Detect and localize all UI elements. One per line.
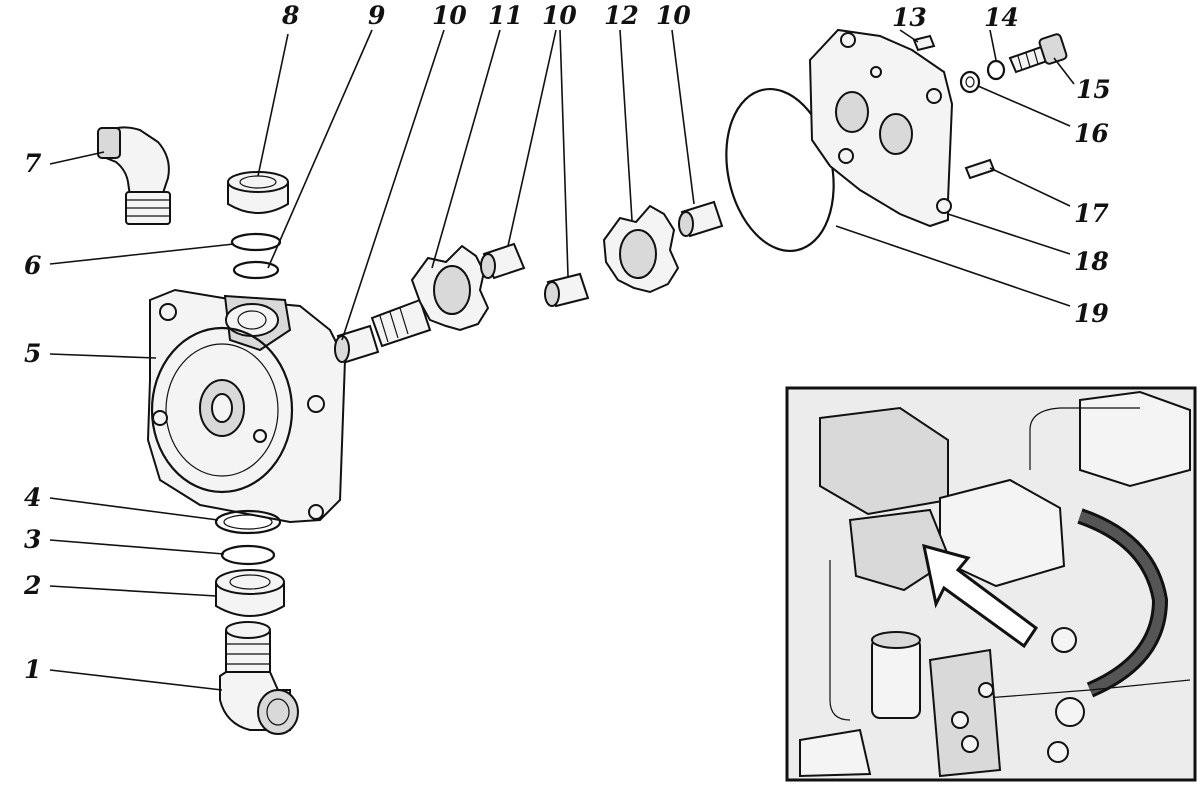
label-4: 4 [24, 483, 41, 512]
leader-12 [619, 29, 633, 221]
part-8-nut [227, 171, 289, 214]
part-10-bushing-a [334, 324, 380, 364]
label-2: 2 [23, 571, 41, 600]
part-labels: 7 8 9 10 11 10 12 10 13 14 15 16 17 18 1… [23, 1, 1111, 684]
leader-10c [671, 29, 695, 205]
label-6: 6 [24, 251, 41, 280]
label-19: 19 [1074, 299, 1109, 328]
part-1-elbow-fitting [219, 621, 299, 735]
part-9-o-ring [232, 260, 280, 280]
leader-8 [257, 33, 289, 177]
part-4-washer [214, 509, 282, 535]
leader-16 [977, 85, 1071, 127]
leader-2 [49, 585, 217, 597]
leader-14 [989, 29, 997, 61]
leader-6 [49, 243, 235, 265]
part-18-cover-plate [808, 28, 954, 228]
part-3-o-ring [220, 544, 276, 566]
leader-1 [49, 669, 223, 691]
leader-10a [341, 29, 445, 341]
label-10c: 10 [656, 1, 691, 30]
label-1: 1 [24, 655, 41, 684]
part-17-pin [964, 158, 996, 180]
inset-location-illustration [785, 386, 1197, 782]
label-5: 5 [24, 339, 41, 368]
label-18: 18 [1074, 247, 1109, 276]
part-2-nut [215, 569, 285, 617]
part-15-bolt [1008, 33, 1068, 74]
leader-9 [267, 29, 373, 269]
part-5-pump-housing [146, 288, 347, 524]
label-12: 12 [604, 1, 639, 30]
label-10a: 10 [432, 1, 467, 30]
leader-18 [947, 213, 1071, 255]
leader-13 [899, 29, 919, 43]
part-11-drive-gear-shaft [370, 244, 490, 348]
label-10b: 10 [542, 1, 577, 30]
leader-7 [49, 151, 105, 165]
label-8: 8 [281, 1, 299, 30]
leader-3 [49, 539, 225, 555]
label-16: 16 [1074, 119, 1109, 148]
label-14: 14 [984, 3, 1019, 32]
label-15: 15 [1076, 75, 1111, 104]
leader-lines [49, 29, 1075, 691]
part-6-o-ring [230, 232, 282, 252]
label-7: 7 [24, 149, 42, 178]
label-9: 9 [368, 1, 385, 30]
leader-4 [49, 497, 219, 521]
leader-10b-2 [559, 29, 569, 277]
leader-11 [431, 29, 501, 269]
leader-17 [989, 167, 1071, 207]
part-10-bushing-b [480, 242, 526, 280]
label-17: 17 [1074, 199, 1109, 228]
label-3: 3 [24, 525, 41, 554]
part-13-pin [912, 34, 936, 52]
part-16-washer [959, 70, 981, 94]
label-11: 11 [488, 1, 523, 30]
leader-15 [1053, 57, 1075, 85]
label-13: 13 [892, 3, 927, 32]
location-arrow-icon [922, 543, 1039, 649]
part-7-elbow-fitting [97, 126, 171, 225]
leader-5 [49, 353, 157, 359]
leader-19 [835, 225, 1071, 307]
part-14-washer [986, 59, 1006, 81]
part-10-bushing-c [544, 272, 590, 308]
leader-10b-1 [507, 29, 557, 247]
part-10-bushing-d [678, 200, 724, 238]
part-12-driven-gear [602, 204, 680, 294]
